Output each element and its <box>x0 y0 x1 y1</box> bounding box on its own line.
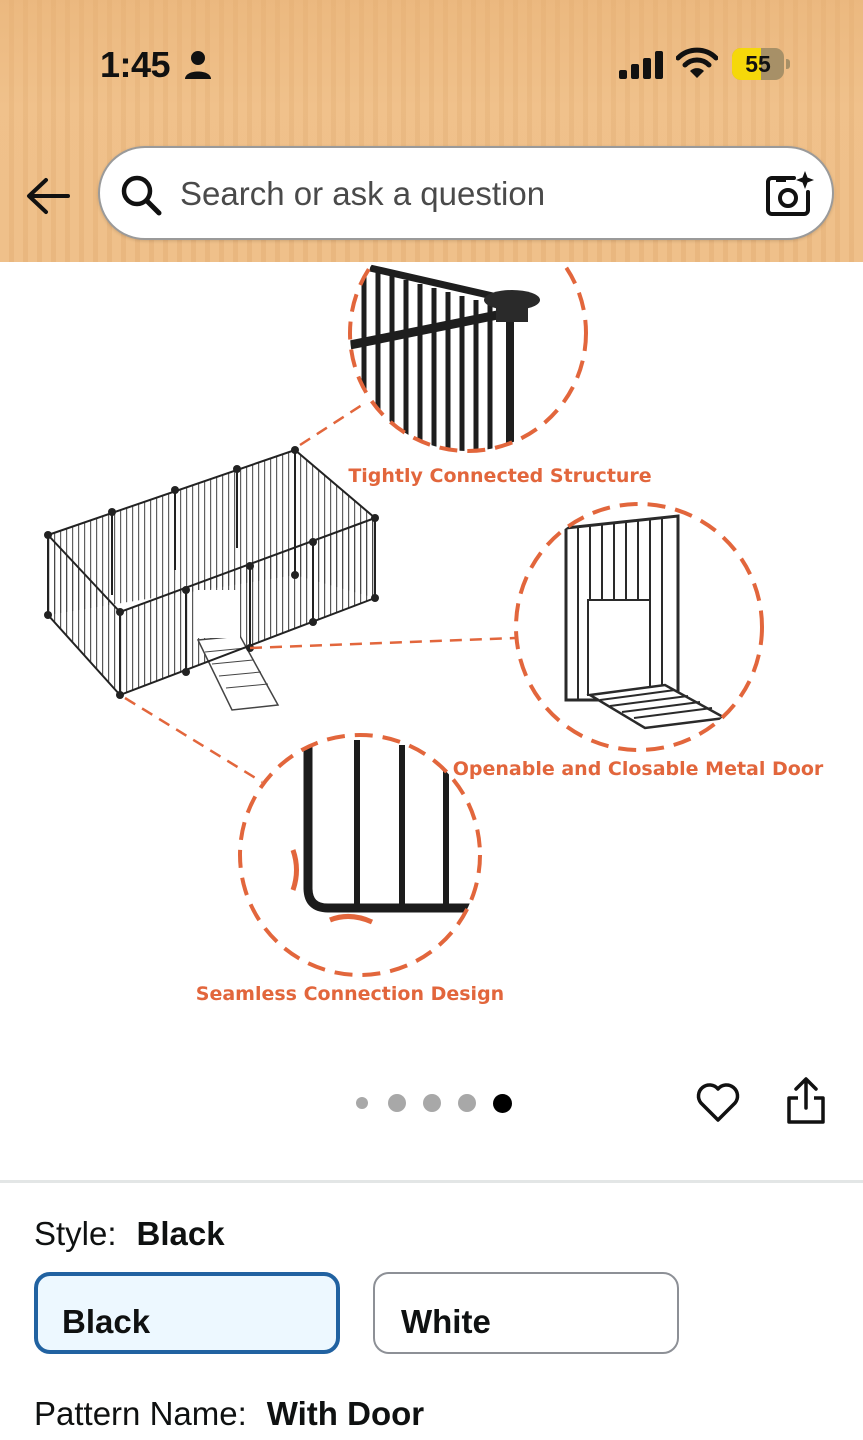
image-pagination-dots[interactable] <box>352 1092 522 1114</box>
style-option-black[interactable]: Black <box>34 1272 340 1354</box>
heart-icon[interactable] <box>694 1078 742 1126</box>
pattern-value: With Door <box>266 1395 425 1432</box>
search-bar[interactable] <box>98 146 834 240</box>
battery-indicator: 55 <box>732 48 790 80</box>
battery-fill <box>732 48 761 80</box>
status-bar: 1:45 55 <box>0 40 863 90</box>
share-icon[interactable] <box>784 1076 828 1126</box>
caption-door: Openable and Closable Metal Door <box>453 758 824 780</box>
signal-icon <box>619 51 663 79</box>
search-icon <box>121 175 162 216</box>
style-row: Style: Black <box>34 1215 225 1253</box>
callout-seamless <box>238 733 482 977</box>
callout-door <box>514 502 764 752</box>
status-time: 1:45 <box>100 44 171 85</box>
battery-nub <box>786 59 790 69</box>
pattern-row: Pattern Name: With Door <box>34 1395 424 1433</box>
pagination-dot[interactable] <box>356 1097 368 1109</box>
wifi-icon <box>676 47 718 78</box>
person-icon <box>185 51 211 79</box>
search-input[interactable] <box>180 166 740 222</box>
style-label: Style: <box>34 1215 117 1252</box>
caption-structure: Tightly Connected Structure <box>348 465 651 487</box>
style-value: Black <box>136 1215 225 1252</box>
style-option-white[interactable]: White <box>373 1272 679 1354</box>
back-arrow-icon[interactable] <box>24 176 72 216</box>
camera-search-icon[interactable] <box>764 170 814 218</box>
product-image[interactable]: Tightly Connected Structure <box>0 262 863 1062</box>
caption-seamless: Seamless Connection Design <box>196 983 504 1005</box>
pen-illustration <box>44 446 379 711</box>
pagination-dot[interactable] <box>492 1093 512 1113</box>
pagination-dot[interactable] <box>458 1094 476 1112</box>
pagination-dot[interactable] <box>423 1094 441 1112</box>
section-divider <box>0 1180 863 1183</box>
battery-percent: 55 <box>745 51 771 77</box>
battery-body: 55 <box>732 48 784 80</box>
callout-structure <box>348 262 588 453</box>
pattern-label: Pattern Name: <box>34 1395 247 1432</box>
pagination-dot[interactable] <box>388 1094 406 1112</box>
callout-lines <box>124 403 516 784</box>
